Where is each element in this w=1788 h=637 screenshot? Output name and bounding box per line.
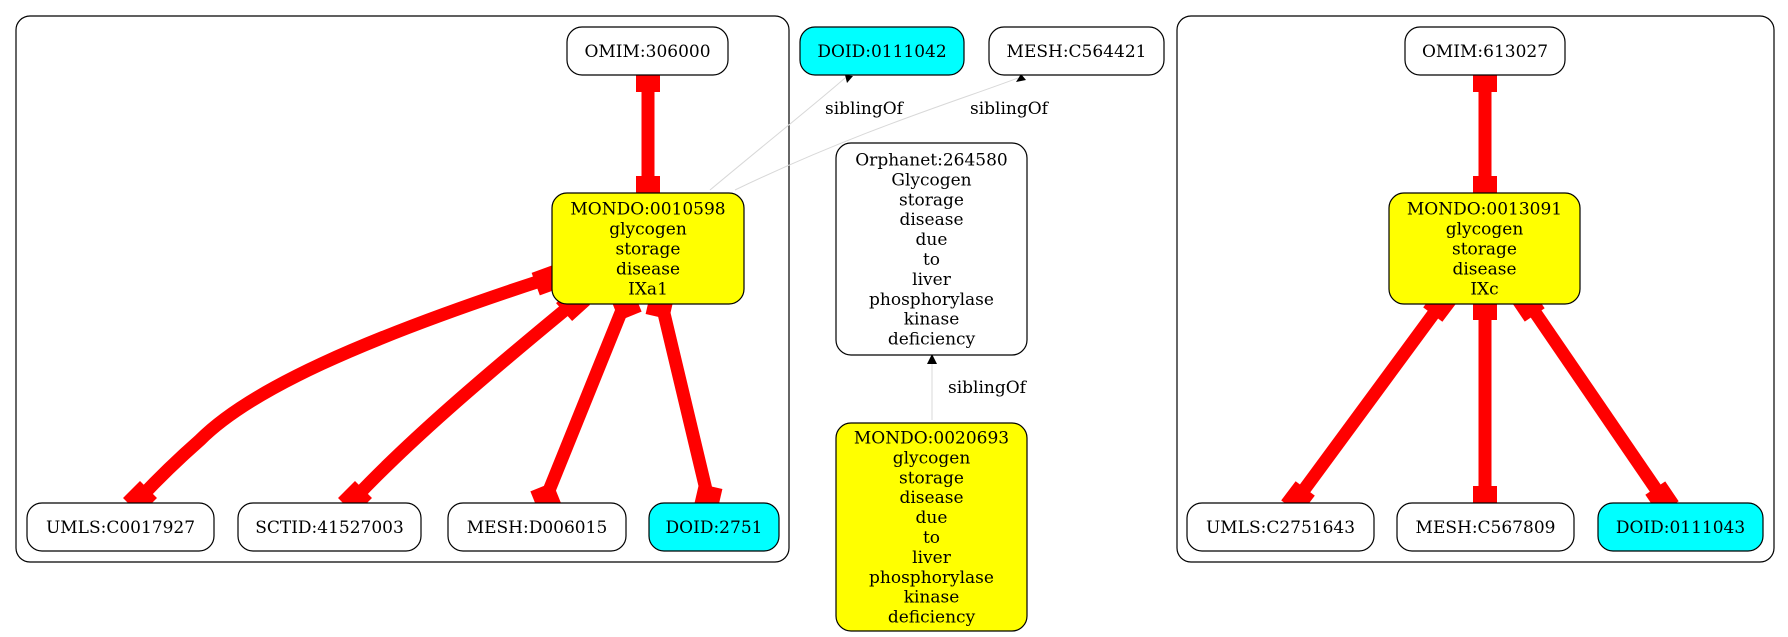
equiv-edge-doid2751 (645, 290, 723, 513)
node-label-line: MONDO:0013091 (1407, 200, 1562, 220)
node-umls-c2751643: UMLS:C2751643 (1186, 502, 1375, 552)
equiv-edge-doid0111043 (1511, 288, 1679, 515)
sibling-edge-mondo10598-doid0111042 (709, 75, 853, 191)
node-box (648, 502, 780, 552)
node-box (1597, 502, 1764, 552)
node-label-line: storage (616, 240, 681, 260)
node-box (551, 192, 745, 305)
node-omim-306000: OMIM:306000 (566, 26, 729, 76)
sibling-label-1: siblingOf (825, 99, 905, 119)
node-label-line: storage (899, 468, 964, 488)
equiv-edge-mesh-c567809 (1473, 296, 1497, 510)
node-mondo-0020693: MONDO:0020693glycogenstoragediseasedueto… (835, 422, 1028, 632)
node-label-line: Glycogen (891, 170, 971, 190)
node-label-line: DOID:2751 (666, 518, 763, 538)
node-doid-0111043: DOID:0111043 (1597, 502, 1764, 552)
node-mesh-c564421: MESH:C564421 (988, 26, 1165, 76)
equiv-edge-umls-c0017927 (123, 264, 563, 515)
node-label-line: disease (899, 488, 963, 508)
node-box (835, 422, 1028, 632)
node-label-line: glycogen (609, 220, 687, 240)
cluster-left (15, 15, 790, 563)
node-box (988, 26, 1165, 76)
node-label-line: kinase (904, 310, 960, 330)
node-label-line: kinase (904, 588, 960, 608)
node-doid-0111042: DOID:0111042 (799, 26, 965, 76)
equiv-edge-omim613027 (1473, 68, 1497, 200)
node-label-line: to (923, 250, 940, 270)
node-omim-613027: OMIM:613027 (1404, 26, 1566, 76)
node-label-line: MONDO:0020693 (854, 428, 1009, 448)
node-label-line: DOID:0111043 (1616, 518, 1745, 538)
equiv-edge-omim306000 (636, 68, 660, 200)
node-box (1186, 502, 1375, 552)
node-label-line: phosphorylase (869, 290, 994, 310)
node-label-line: deficiency (888, 330, 976, 350)
node-label-line: OMIM:306000 (584, 42, 710, 62)
node-label-line: deficiency (888, 608, 976, 628)
node-box (1396, 502, 1575, 552)
node-label-line: Orphanet:264580 (855, 150, 1008, 170)
sibling-label-2: siblingOf (970, 99, 1050, 119)
node-box (447, 502, 627, 552)
node-box (835, 142, 1028, 356)
node-umls-c0017927: UMLS:C0017927 (26, 502, 215, 552)
node-label-line: IXa1 (628, 279, 668, 299)
node-label-line: IXc (1470, 279, 1498, 299)
node-label-line: glycogen (1446, 220, 1524, 240)
node-label-line: phosphorylase (869, 568, 994, 588)
node-box (566, 26, 729, 76)
sibling-edge-mondo10598-mesh564421 (734, 74, 1026, 191)
node-label-line: liver (912, 548, 952, 568)
cluster-right (1176, 15, 1775, 563)
node-label-line: MONDO:0010598 (570, 200, 725, 220)
node-label-line: UMLS:C0017927 (46, 518, 195, 538)
node-label-line: due (916, 230, 948, 250)
node-label-line: SCTID:41527003 (255, 518, 404, 538)
node-label-line: to (923, 528, 940, 548)
node-label-line: MESH:C567809 (1416, 518, 1556, 538)
node-label-line: due (916, 508, 948, 528)
node-label-line: MESH:C564421 (1007, 42, 1147, 62)
node-doid-2751: DOID:2751 (648, 502, 780, 552)
node-label-line: glycogen (893, 448, 971, 468)
node-mesh-c567809: MESH:C567809 (1396, 502, 1575, 552)
node-label-line: MESH:D006015 (467, 518, 608, 538)
node-box (799, 26, 965, 76)
node-label-line: disease (1452, 259, 1516, 279)
node-orphanet-264580: Orphanet:264580Glycogenstoragediseasedue… (835, 142, 1028, 356)
equiv-edge-umls-c2751643 (1281, 288, 1457, 515)
node-box (1388, 192, 1581, 305)
node-label-line: storage (1452, 240, 1517, 260)
node-label-line: liver (912, 270, 952, 290)
sibling-edge-mondo20693-orphanet (927, 354, 937, 420)
node-mesh-d006015: MESH:D006015 (447, 502, 627, 552)
node-label-line: UMLS:C2751643 (1206, 518, 1355, 538)
node-box (237, 502, 422, 552)
node-box (1404, 26, 1566, 76)
node-box (26, 502, 215, 552)
node-sctid-41527003: SCTID:41527003 (237, 502, 422, 552)
nodes: OMIM:306000MONDO:0010598glycogenstoraged… (26, 26, 1764, 632)
sibling-label-3: siblingOf (948, 378, 1028, 398)
node-label-line: disease (616, 259, 680, 279)
node-label-line: disease (899, 210, 963, 230)
node-label-line: OMIM:613027 (1422, 42, 1548, 62)
node-label-line: DOID:0111042 (817, 42, 946, 62)
node-label-line: storage (899, 190, 964, 210)
